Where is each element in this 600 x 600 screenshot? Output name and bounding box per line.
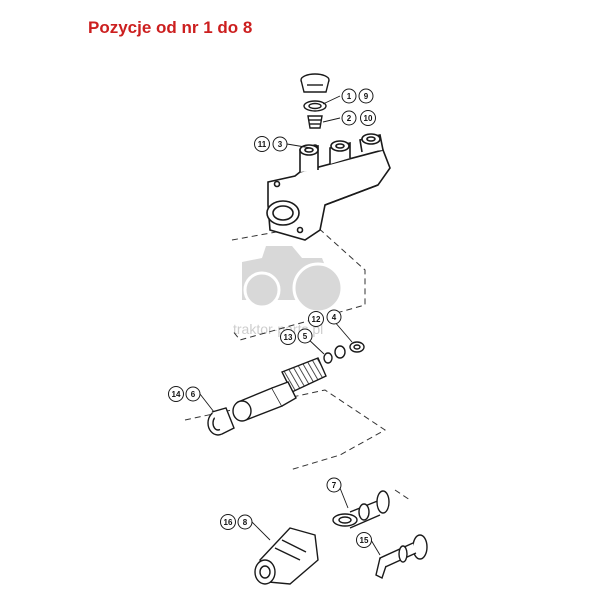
- svg-text:14: 14: [172, 390, 181, 399]
- svg-text:3: 3: [278, 140, 283, 149]
- rubber-boot: [254, 527, 319, 585]
- master-cylinder-body: [266, 133, 391, 241]
- svg-text:9: 9: [364, 92, 369, 101]
- callout-12: 12: [308, 311, 324, 327]
- callout-15: 15: [356, 532, 372, 548]
- svg-text:6: 6: [191, 390, 196, 399]
- callout-14: 14: [168, 386, 184, 402]
- svg-text:2: 2: [347, 114, 352, 123]
- callout-bubbles: 1 9 2 10 11 3 12 4 13 5 14 6 7 16 8 15: [168, 88, 376, 548]
- callout-16: 16: [220, 514, 236, 530]
- svg-text:10: 10: [364, 114, 373, 123]
- callout-6: 6: [185, 386, 201, 402]
- callout-7: 7: [326, 477, 342, 493]
- pushrod-parts: [332, 490, 428, 579]
- svg-text:16: 16: [224, 518, 233, 527]
- svg-text:5: 5: [303, 332, 308, 341]
- callout-9: 9: [358, 88, 374, 104]
- reservoir-cap-parts: [300, 73, 330, 152]
- callout-5: 5: [297, 328, 313, 344]
- diagram-title: Pozycje od nr 1 do 8: [88, 18, 253, 37]
- svg-text:4: 4: [332, 313, 337, 322]
- watermark-logo: traktor-parts.pl: [233, 246, 344, 337]
- svg-text:1: 1: [347, 92, 352, 101]
- callout-8: 8: [237, 514, 253, 530]
- piston-assembly: [207, 341, 365, 436]
- callout-11: 11: [254, 136, 270, 152]
- svg-text:8: 8: [243, 518, 248, 527]
- callout-13: 13: [280, 329, 296, 345]
- svg-text:11: 11: [258, 140, 267, 149]
- svg-text:15: 15: [360, 536, 369, 545]
- svg-text:12: 12: [312, 315, 321, 324]
- svg-text:13: 13: [284, 333, 293, 342]
- callout-4: 4: [326, 309, 342, 325]
- callout-1: 1: [341, 88, 357, 104]
- callout-3: 3: [272, 136, 288, 152]
- callout-2: 2: [341, 110, 357, 126]
- callout-10: 10: [360, 110, 376, 126]
- svg-text:7: 7: [332, 481, 337, 490]
